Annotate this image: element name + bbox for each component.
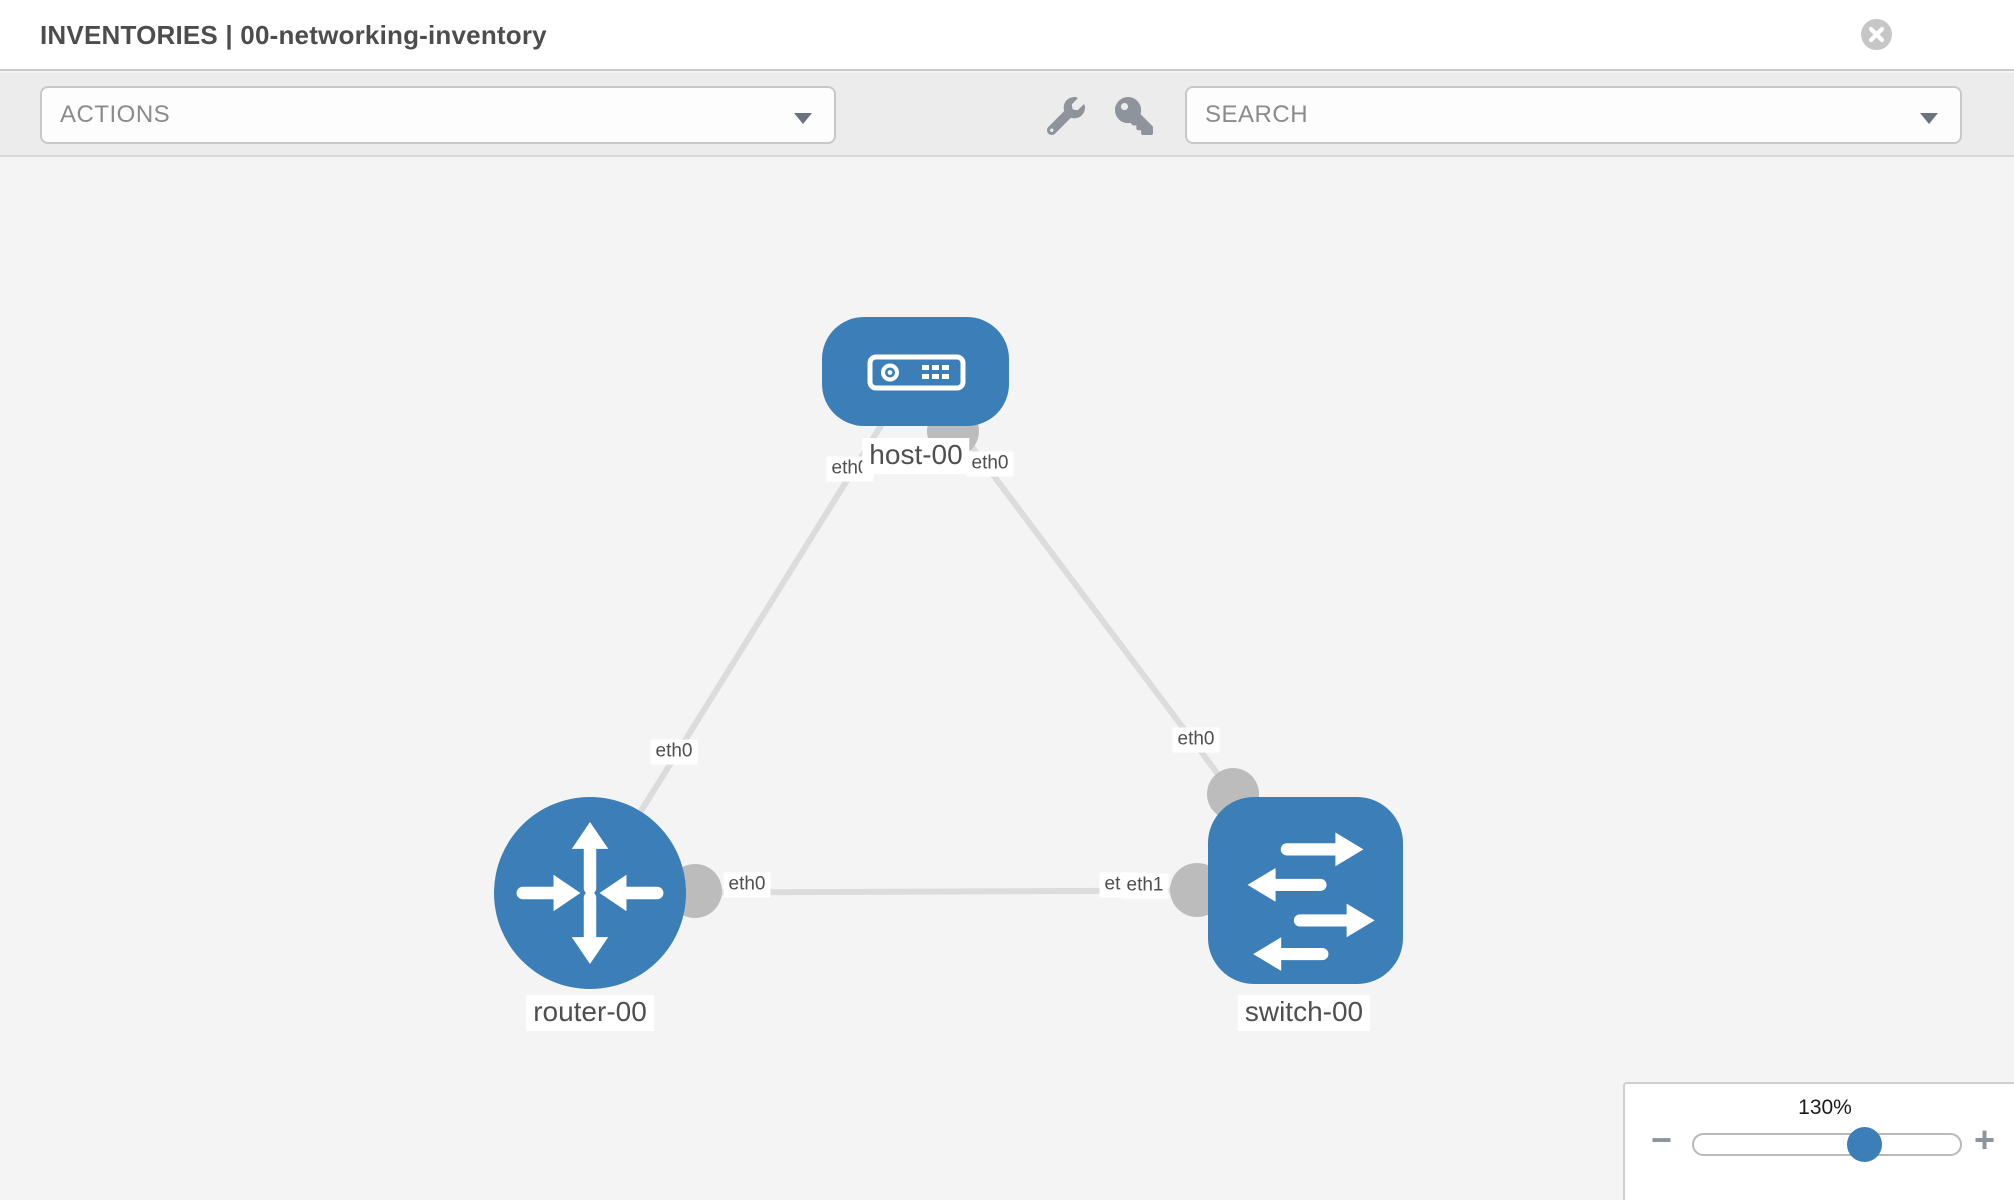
page-header: INVENTORIES | 00-networking-inventory — [0, 0, 2014, 71]
zoom-slider-track[interactable] — [1692, 1133, 1962, 1156]
toolbar: ACTIONS SEARCH — [0, 73, 2014, 157]
node-switch[interactable] — [1208, 797, 1403, 984]
node-label-switch: switch-00 — [1237, 995, 1371, 1031]
node-label-host: host-00 — [862, 438, 970, 474]
search-dropdown-label: SEARCH — [1205, 101, 1309, 128]
close-button[interactable] — [1861, 19, 1892, 50]
interface-label: eth0 — [966, 451, 1014, 477]
router-icon — [516, 821, 664, 965]
node-label-router: router-00 — [526, 995, 654, 1031]
zoom-in-button[interactable]: + — [1974, 1119, 1996, 1160]
tools-button[interactable] — [1046, 97, 1085, 136]
interface-label: eth1 — [1121, 873, 1169, 899]
wrench-icon — [1046, 97, 1085, 136]
zoom-out-button[interactable]: − — [1651, 1119, 1673, 1160]
close-icon — [1868, 26, 1885, 43]
chevron-down-icon — [794, 113, 812, 124]
key-icon — [1115, 97, 1153, 135]
node-host[interactable] — [822, 317, 1009, 426]
host-icon — [867, 354, 966, 391]
page-title: INVENTORIES | 00-networking-inventory — [40, 20, 547, 50]
zoom-slider-knob[interactable] — [1847, 1127, 1882, 1162]
actions-dropdown[interactable]: ACTIONS — [40, 86, 836, 144]
chevron-down-icon — [1920, 113, 1938, 124]
zoom-level: 130% — [1798, 1096, 1852, 1119]
zoom-control-panel: 130% − + — [1623, 1082, 2014, 1200]
interface-label: eth0 — [650, 739, 698, 765]
actions-dropdown-label: ACTIONS — [60, 101, 171, 128]
node-router[interactable] — [494, 797, 686, 989]
switch-icon — [1247, 832, 1375, 971]
interface-label: eth0 — [1172, 727, 1220, 753]
search-dropdown[interactable]: SEARCH — [1185, 86, 1962, 144]
interface-label: eth0 — [723, 872, 771, 898]
credentials-button[interactable] — [1115, 97, 1153, 135]
